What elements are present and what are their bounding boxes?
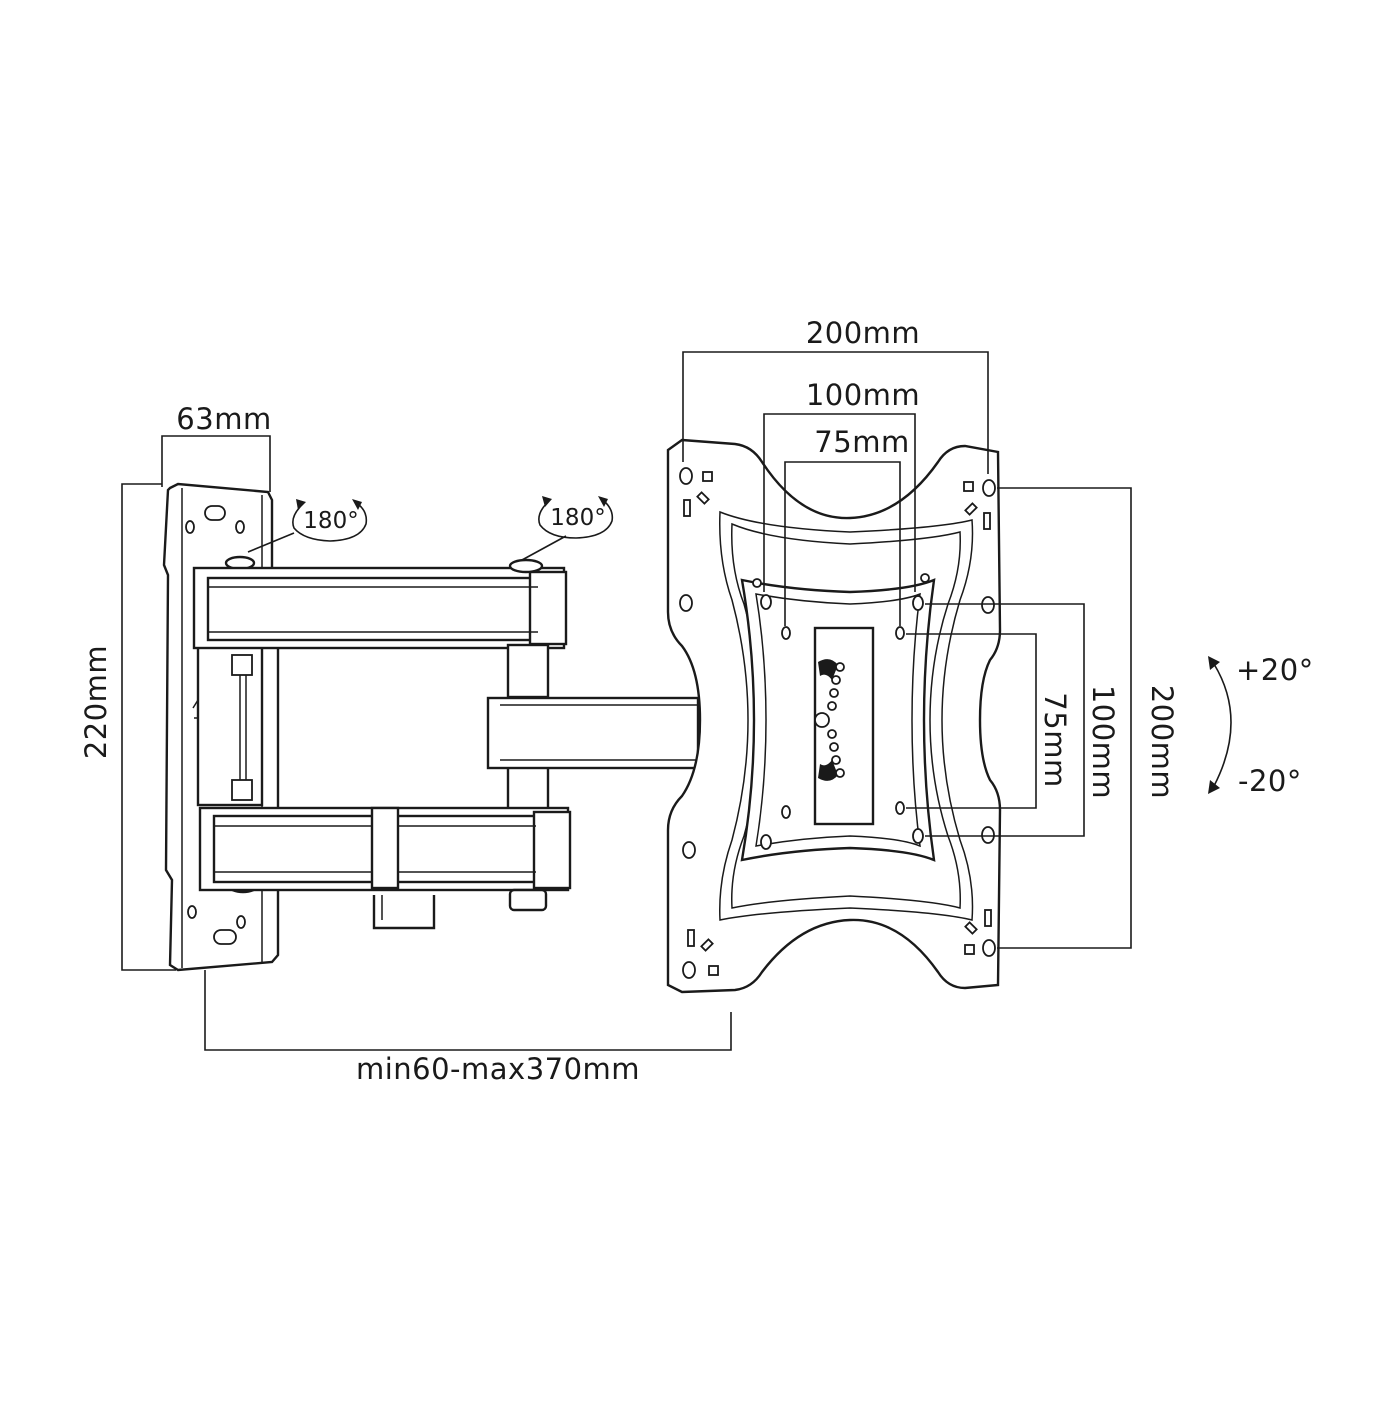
wall-plate	[162, 482, 280, 972]
vesa-hole-200-br	[982, 939, 996, 957]
tilt-indicator: +20° -20°	[1208, 653, 1314, 798]
rotation-arc-icon	[292, 503, 368, 542]
vesa-hole-200-tl	[679, 467, 693, 485]
rotation-label-wall: 180°	[303, 508, 358, 534]
tilt-down-label: -20°	[1238, 764, 1302, 798]
vesa-hole-200-tr	[982, 479, 996, 497]
dim-vesa-h-200: 200mm	[806, 316, 920, 350]
dim-vesa-h-75: 75mm	[814, 425, 909, 459]
dim-vesa-v-75: 75mm	[1038, 692, 1072, 787]
vesa-hole-200-bl	[682, 961, 696, 979]
dim-vesa-h-100: 100mm	[806, 378, 920, 412]
wall-slot-top	[204, 505, 226, 521]
rotation-label-arm: 180°	[550, 505, 605, 531]
vesa-plate	[666, 438, 1002, 994]
tilt-adjust-holes	[814, 662, 845, 778]
dim-vesa-v-100: 100mm	[1086, 685, 1120, 799]
center-coupler-body	[486, 696, 700, 770]
dim-vesa-v-200: 200mm	[1145, 685, 1179, 799]
upper-arm-nut	[508, 558, 544, 574]
center-coupler	[486, 643, 700, 822]
rotation-indicator-wall: 180°	[292, 499, 368, 542]
wall-slot-bottom	[213, 929, 237, 945]
dimension-lines	[121, 351, 1132, 1051]
cable-clip	[370, 806, 400, 890]
tilt-arc-icon	[1213, 663, 1232, 787]
lower-arm-nut	[508, 888, 548, 912]
rotation-indicator-arm: 180°	[538, 496, 614, 539]
rotation-arc-icon-2	[538, 500, 614, 539]
dim-arm-extension: min60-max370mm	[356, 1052, 640, 1086]
lower-arm	[198, 806, 572, 930]
dim-wall-plate-height: 220mm	[79, 645, 113, 759]
dim-wall-plate-width: 63mm	[176, 402, 271, 436]
upper-arm	[192, 558, 568, 650]
tilt-up-label: +20°	[1236, 653, 1314, 687]
